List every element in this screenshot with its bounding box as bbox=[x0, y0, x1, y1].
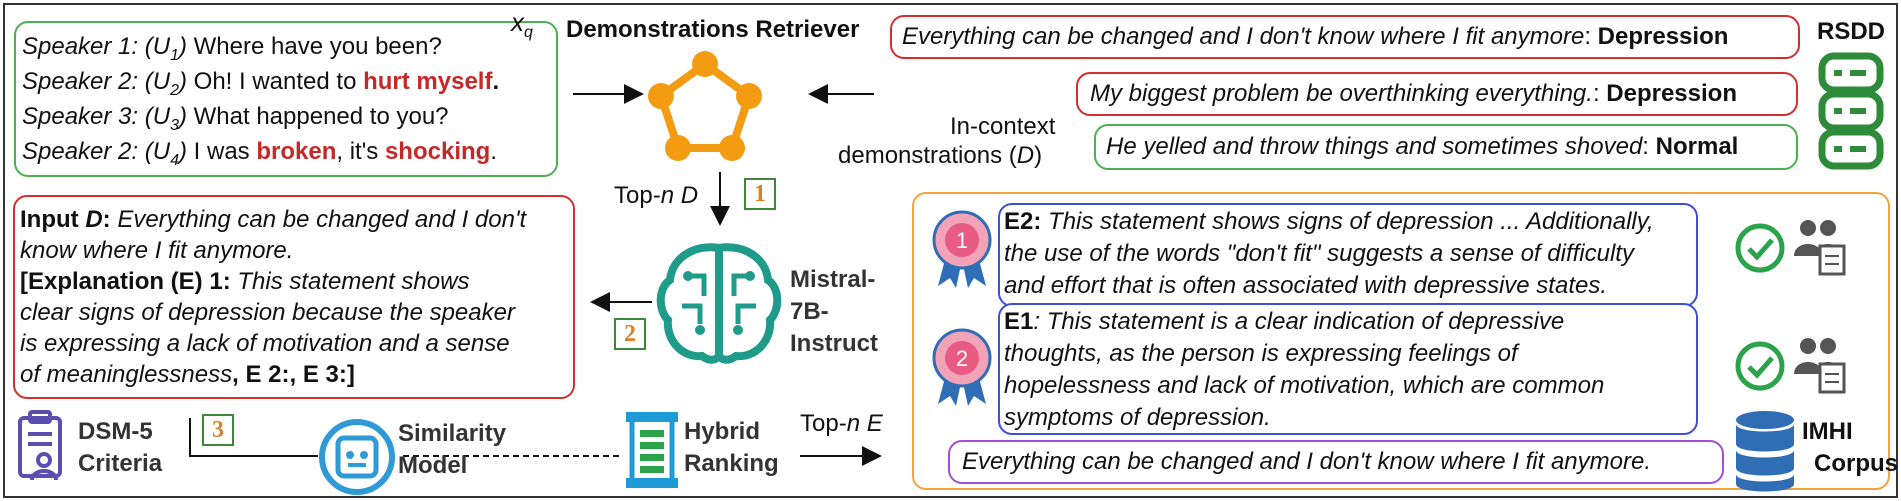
top-n-d-label: Top-n D bbox=[614, 182, 699, 209]
database-icon bbox=[1736, 411, 1794, 492]
top-n-e-label: Top-n E bbox=[800, 410, 883, 437]
badge-2-text: 2 bbox=[956, 346, 968, 371]
dsm-label-1: DSM-5 bbox=[78, 418, 153, 445]
step-3-marker: 3 bbox=[202, 414, 234, 446]
similarity-label-2: Model bbox=[398, 452, 468, 479]
user-group-icon bbox=[1794, 220, 1846, 276]
dialogue-line-1: Speaker 1: (U1) Where have you been? bbox=[22, 33, 442, 64]
output-input-line-2: know where I fit anymore. bbox=[20, 237, 294, 264]
badge-1-text: 1 bbox=[956, 228, 968, 253]
brain-circuit-icon bbox=[656, 243, 782, 364]
demo-text-3: He yelled and throw things and sometimes… bbox=[1106, 133, 1739, 160]
demo-box-1 bbox=[890, 15, 1800, 59]
demo-text-2: My biggest problem be overthinking every… bbox=[1090, 80, 1737, 107]
demo-box-2 bbox=[1076, 72, 1798, 116]
e1-line-1: E1: This statement is a clear indication… bbox=[1004, 308, 1565, 335]
output-expl-line-3: is expressing a lack of motivation and a… bbox=[20, 330, 510, 357]
e2-line-3: and effort that is often associated with… bbox=[1004, 272, 1607, 299]
in-context-label-1: In-context bbox=[950, 113, 1056, 140]
award-badge-icon: 1 bbox=[932, 210, 992, 288]
demo-box-3 bbox=[1094, 124, 1798, 170]
hybrid-label-2: Ranking bbox=[684, 450, 779, 477]
query-label: xq bbox=[511, 7, 533, 42]
retriever-title: Demonstrations Retriever bbox=[566, 16, 860, 43]
dsm-label-2: Criteria bbox=[78, 450, 163, 477]
rsdd-label: RSDD bbox=[1817, 18, 1886, 45]
in-context-label-2: demonstrations (D) bbox=[838, 142, 1043, 169]
query-box bbox=[948, 440, 1724, 484]
similarity-label-1: Similarity bbox=[398, 420, 507, 447]
output-input-line-1: Input D: Everything can be changed and I… bbox=[20, 206, 527, 233]
similarity-icon bbox=[319, 419, 395, 495]
e1-line-3: hopelessness and lack of motivation, whi… bbox=[1004, 372, 1605, 399]
clipboard-icon bbox=[18, 410, 62, 481]
model-name-3: Instruct bbox=[790, 330, 879, 357]
user-group-icon bbox=[1794, 338, 1846, 394]
figure-frame bbox=[3, 3, 1898, 498]
dialogue-line-2: Speaker 2: (U2) Oh! I wanted to hurt mys… bbox=[22, 68, 500, 99]
e1-line-4: symptoms of depression. bbox=[1004, 404, 1271, 431]
pentagon-graph-icon bbox=[648, 51, 762, 161]
model-name-1: Mistral- bbox=[790, 266, 876, 293]
model-name-2: 7B- bbox=[790, 298, 829, 325]
check-circle-icon bbox=[1735, 223, 1785, 273]
e2-line-1: E2: This statement shows signs of depres… bbox=[1004, 208, 1654, 235]
demo-text-1: Everything can be changed and I don't kn… bbox=[902, 23, 1729, 50]
step-1-marker: 1 bbox=[744, 178, 776, 210]
e1-box bbox=[998, 303, 1698, 435]
imhi-label-2: Corpus bbox=[1814, 450, 1898, 477]
dialogue-line-3: Speaker 3: (U3) What happened to you? bbox=[22, 103, 449, 134]
step-2-marker: 2 bbox=[614, 318, 646, 350]
output-box bbox=[13, 195, 575, 399]
dialogue-line-4: Speaker 2: (U4) I was broken, it's shock… bbox=[22, 138, 497, 169]
dialogue-box bbox=[14, 21, 558, 177]
check-circle-icon bbox=[1735, 341, 1785, 391]
database-icon bbox=[1818, 52, 1884, 170]
award-badge-icon: 2 bbox=[932, 328, 992, 406]
e2-box bbox=[998, 203, 1698, 307]
e2-line-2: the use of the words "don't fit" suggest… bbox=[1004, 240, 1634, 267]
ranking-icon bbox=[626, 412, 678, 488]
query-text: Everything can be changed and I don't kn… bbox=[962, 448, 1651, 475]
output-expl-line-4: of meaninglessness, E 2:, E 3:] bbox=[20, 361, 355, 388]
imhi-label-1: IMHI bbox=[1802, 418, 1853, 445]
output-expl-line-1: [Explanation (E) 1: This statement shows bbox=[20, 268, 470, 295]
output-expl-line-2: clear signs of depression because the sp… bbox=[20, 299, 515, 326]
e1-line-2: thoughts, as the person is expressing fe… bbox=[1004, 340, 1518, 367]
hybrid-label-1: Hybrid bbox=[684, 418, 761, 445]
